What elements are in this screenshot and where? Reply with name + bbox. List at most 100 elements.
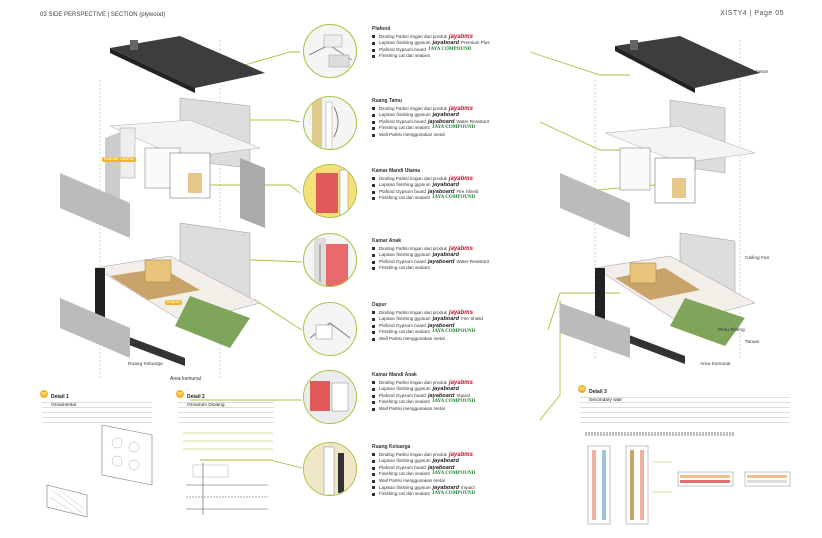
roof-slab xyxy=(110,36,265,88)
brand-jayaboard: jayaboard xyxy=(432,112,460,119)
label-area-komunal: Area Komunal xyxy=(700,362,731,367)
brand-suffix: Fire Shield xyxy=(456,188,479,194)
wall-ornament-drawing xyxy=(183,432,273,515)
spec-row: Plafond Gypsum board xyxy=(379,46,426,52)
brand-jayaboard: jayaboard xyxy=(428,118,455,125)
spec-title: Kamar Mandi Utama xyxy=(372,168,421,174)
spec-row: Plafond Gypsum board xyxy=(379,392,426,398)
spec-row: Lapisan finishing gypsum xyxy=(379,484,431,490)
spec-ruang-keluarga: Ruang Keluarga Dinding Partisi ringan da… xyxy=(372,444,572,498)
note-title: Detail 2 xyxy=(187,394,205,400)
detail-circle-ruang-keluarga xyxy=(303,442,357,496)
wood-floor xyxy=(110,268,200,300)
brand-suffix: Impact xyxy=(456,392,471,398)
spec-row: Dinding Partisi ringan dari produk xyxy=(379,33,447,39)
brand-jaya-compound: JAYA COMPOUND xyxy=(431,471,476,477)
spec-row: Lapisan finishing gypsum xyxy=(379,182,431,188)
spec-row: Finishing cat dan sealant xyxy=(379,195,430,201)
spec-title: Ruang Tamu xyxy=(372,98,402,104)
spec-row: Lapisan finishing gypsum xyxy=(379,112,431,118)
spec-row: Plafond Gypsum board xyxy=(379,188,426,194)
spec-row: Plafond Gypsum board xyxy=(379,322,426,328)
spec-row: Finishing cat dan sealant xyxy=(379,491,430,497)
brand-jayaboard: jayaboard xyxy=(428,188,455,195)
label-dapur: Dapur xyxy=(165,300,183,305)
brand-jayaboard: jayaboard xyxy=(428,392,455,399)
brand-jayaboard: jayaboard xyxy=(428,258,455,265)
brand-jayaboard: jayaboard xyxy=(432,484,460,491)
page-number: XISTY4 | Page 05 xyxy=(720,10,784,17)
wall-section-drawings xyxy=(587,445,791,525)
label-pintu-sliding: Pintu Sliding xyxy=(718,328,745,333)
brand-jayabms: jayabms xyxy=(448,33,473,40)
spec-row: Dinding Partisi ringan dari produk xyxy=(379,309,447,315)
spec-row: Lapisan finishing gypsum xyxy=(379,40,431,46)
brand-jayabms: jayabms xyxy=(448,245,473,252)
spec-row: Finishing cat dan sealant xyxy=(379,399,430,405)
brand-jayabms: jayabms xyxy=(448,175,473,182)
note-badge: 01 xyxy=(40,389,48,398)
roof-chimney xyxy=(130,40,138,50)
brand-suffix: Premium Plus xyxy=(461,40,490,46)
spec-row: Finishing cat dan sealant xyxy=(379,329,430,335)
spec-row: Finishing cat dan sealant xyxy=(379,471,430,477)
spec-row: Dinding Partisi ringan dari produk xyxy=(379,105,447,111)
spec-dapur: Dapur Dinding Partisi ringan dari produk… xyxy=(372,302,572,343)
detail-circle-ruang-tamu xyxy=(303,96,357,150)
note-paragraph-3 xyxy=(580,397,790,423)
brand-suffix: Water Resistant xyxy=(456,118,489,124)
staircase xyxy=(144,259,172,283)
ornamental-drawing xyxy=(46,425,153,518)
label-atap: Atap beton xyxy=(745,70,769,75)
spec-row: Dinding Partisi ringan dari produk xyxy=(379,451,447,457)
brand-jayabms: jayabms xyxy=(448,105,473,112)
right-isometric-model xyxy=(560,36,760,364)
spec-row: Lapisan finishing gypsum xyxy=(379,316,431,322)
spec-row: Plafond Gypsum board xyxy=(379,464,426,470)
detail-circle-kamar-mandi xyxy=(303,164,357,218)
spec-row: Lapisan finishing gypsum xyxy=(379,458,431,464)
spec-row: Plafond Gypsum board xyxy=(379,118,426,124)
spec-title: Kamar Mandi Anak xyxy=(372,372,417,378)
note-title: Detail 3 xyxy=(589,389,607,395)
brand-jaya-compound: JAYA COMPOUND xyxy=(431,399,476,405)
note-title: Detail 1 xyxy=(51,394,69,400)
brand-jayaboard: jayaboard xyxy=(428,464,455,471)
spec-row: Plafond Gypsum board xyxy=(379,258,426,264)
spec-kamar-mandi-anak: Kamar Mandi Anak Dinding Partisi ringan … xyxy=(372,372,572,413)
page-title: 03 SIDE PERSPECTIVE | SECTION (plywood) xyxy=(40,12,166,18)
spec-plafond: Plafond Dinding Partisi ringan dari prod… xyxy=(372,26,572,60)
spec-kamar-mandi-utama: Kamar Mandi Utama Dinding Partisi ringan… xyxy=(372,168,572,202)
label-kamar-utama: Kamar Utama xyxy=(102,157,136,162)
note-badge: 02 xyxy=(176,389,184,398)
spec-row: Dinding Partisi ringan dari produk xyxy=(379,175,447,181)
brand-jayaboard: jayaboard xyxy=(428,322,455,329)
brand-jayaboard: jayaboard xyxy=(432,252,460,259)
brand-jayaboard: jayaboard xyxy=(432,386,460,393)
brand-jayaboard: jayaboard xyxy=(432,40,460,47)
brand-jayabms: jayabms xyxy=(448,309,473,316)
spec-kamar-anak: Kamar Anak Dinding Partisi ringan dari p… xyxy=(372,238,572,272)
spec-title: Dapur xyxy=(372,302,387,308)
spec-ruang-tamu: Ruang Tamu Dinding Partisi ringan dari p… xyxy=(372,98,572,139)
spec-row: Lapisan finishing gypsum xyxy=(379,252,431,258)
brand-suffix: Impact xyxy=(461,484,475,490)
brand-jayaboard: jayaboard xyxy=(432,182,460,189)
brand-jaya-compound: JAYA COMPOUND xyxy=(428,46,472,52)
note-caption-3 xyxy=(585,432,735,436)
spec-title: Kamar Anak xyxy=(372,238,401,244)
spec-row: Finishing cat dan sealant xyxy=(379,53,430,59)
label-ceiling: Ceiling Fan xyxy=(745,256,770,261)
brand-jaya-compound: JAYA COMPOUND xyxy=(431,329,476,335)
detail-circle-kamar-anak xyxy=(303,233,357,287)
left-isometric-model: Area komunal xyxy=(60,36,265,382)
spec-row: Finishing cat dan sealant xyxy=(379,265,430,271)
spec-row: Wall Partisi menggunakan metal xyxy=(379,405,445,411)
label-taman: Taman xyxy=(745,340,760,345)
label-ruang-keluarga: Ruang Keluarga xyxy=(128,362,163,367)
garden-area xyxy=(175,296,250,348)
note-paragraph-2 xyxy=(178,402,274,424)
left-caption: Area komunal xyxy=(170,376,201,382)
spec-row: Wall Partisi menggunakan metal xyxy=(379,477,445,483)
side-wall-panel xyxy=(60,173,130,238)
